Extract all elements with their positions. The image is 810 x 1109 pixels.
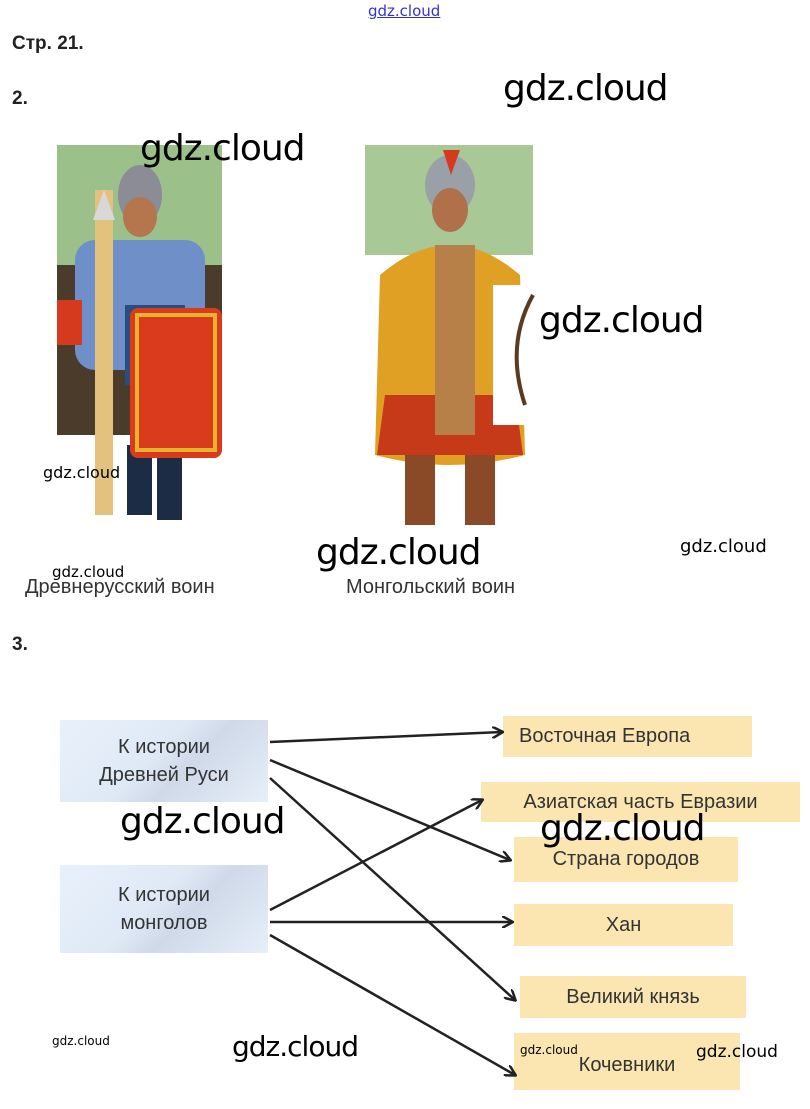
watermark: gdz.cloud	[52, 563, 125, 581]
watermark: gdz.cloud	[232, 1030, 359, 1063]
right-box-nomads: Кочевники	[514, 1033, 740, 1090]
right-box-khan: Хан	[514, 904, 733, 946]
caption-old-russian-warrior: Древнерусский воин	[25, 576, 215, 598]
watermark: gdz.cloud	[520, 1043, 578, 1057]
right-box-eastern-europe: Восточная Европа	[503, 716, 752, 757]
connector-arrow	[269, 777, 515, 1000]
watermark: gdz.cloud	[539, 300, 705, 341]
connector-arrow	[269, 933, 515, 1075]
task-3-number: 3.	[12, 634, 28, 655]
right-box-country-of-cities: Страна городов	[514, 837, 738, 882]
old-russian-warrior-image	[57, 145, 222, 535]
connector-arrow	[269, 732, 502, 744]
watermark: gdz.cloud	[696, 1042, 778, 1062]
left-box-mongols: К истории монголов	[60, 865, 268, 953]
watermark: gdz.cloud	[316, 532, 482, 573]
watermark: gdz.cloud	[503, 68, 669, 109]
task-2-number: 2.	[12, 88, 28, 109]
watermark: gdz.cloud	[680, 536, 767, 557]
watermark: gdz.cloud	[540, 808, 706, 849]
watermark: gdz.cloud	[52, 1034, 110, 1048]
right-box-asian-eurasia: Азиатская часть Евразии	[481, 782, 800, 822]
caption-mongol-warrior: Монгольский воин	[346, 576, 516, 598]
connector-arrow	[269, 758, 510, 860]
watermark: gdz.cloud	[43, 463, 121, 482]
connector-arrow	[269, 800, 482, 912]
left-box-ancient-rus: К истории Древней Руси	[60, 720, 268, 802]
watermark: gdz.cloud	[120, 801, 286, 842]
page-heading: Стр. 21.	[12, 33, 84, 54]
watermark: gdz.cloud	[140, 128, 306, 169]
mongol-warrior-image	[365, 145, 545, 535]
right-box-grand-prince: Великий князь	[520, 976, 746, 1018]
watermark-link[interactable]: gdz.cloud	[368, 2, 441, 20]
